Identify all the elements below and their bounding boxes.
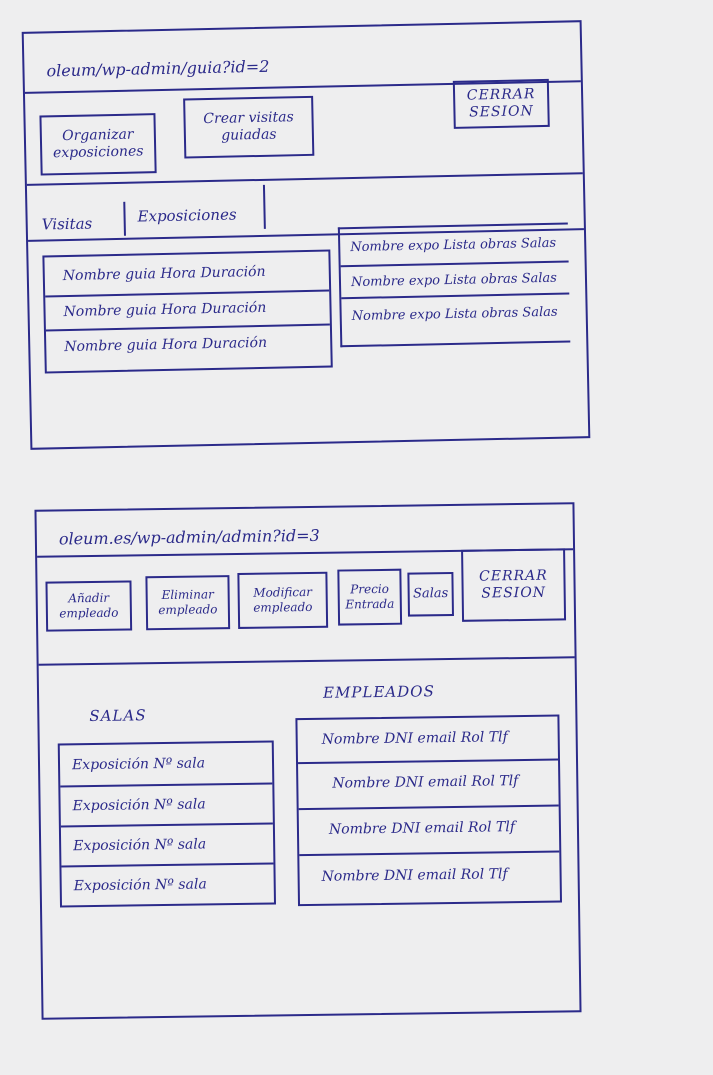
delete-employee-button[interactable]: Eliminar empleado: [145, 575, 231, 631]
visits-table: Nombre guia Hora Duración Nombre guia Ho…: [42, 249, 333, 374]
organize-exhibitions-label: Organizar exposiciones: [52, 126, 144, 162]
room-row-text: Exposición Nº sala: [73, 876, 207, 895]
tab-visitas[interactable]: Visitas: [41, 214, 93, 234]
rooms-title: SALAS: [89, 706, 147, 726]
organize-exhibitions-button[interactable]: Organizar exposiciones: [39, 113, 157, 176]
toolbar-divider: [26, 172, 583, 186]
logout-button[interactable]: CERRAR SESION: [461, 548, 567, 622]
delete-employee-label: Eliminar empleado: [158, 587, 218, 618]
table-row[interactable]: Exposición Nº sala: [60, 785, 273, 826]
table-row[interactable]: Nombre guia Hora Duración: [45, 292, 330, 328]
employee-row-text: Nombre DNI email Rol Tlf: [321, 729, 508, 748]
table-row[interactable]: Nombre guia Hora Duración: [46, 326, 331, 364]
admin-screen-guia: oleum/wp-admin/guia?id=2 Organizar expos…: [21, 20, 591, 450]
employees-title: EMPLEADOS: [322, 682, 435, 702]
create-guided-visits-button[interactable]: Crear visitas guiadas: [183, 95, 315, 159]
employee-row-text: Nombre DNI email Rol Tlf: [321, 866, 508, 885]
tab-separator: [123, 201, 126, 236]
expo-row-text: Nombre expo Lista obras Salas: [351, 304, 558, 324]
table-row[interactable]: Nombre expo Lista obras Salas: [340, 225, 569, 266]
table-row[interactable]: Nombre expo Lista obras Salas: [341, 263, 570, 298]
url-bar[interactable]: oleum/wp-admin/guia?id=2: [46, 56, 270, 81]
expo-row-text: Nombre expo Lista obras Salas: [350, 270, 558, 290]
create-guided-visits-label: Crear visitas guiadas: [203, 108, 294, 144]
rooms-button[interactable]: Salas: [407, 571, 454, 617]
ticket-price-button[interactable]: Precio Entrada: [337, 568, 403, 626]
visit-row-text: Nombre guia Hora Duración: [64, 334, 268, 356]
modify-employee-label: Modificar empleado: [253, 584, 313, 615]
toolbar-divider: [38, 656, 575, 666]
add-employee-label: Añadir empleado: [59, 590, 119, 621]
room-row-text: Exposición Nº sala: [71, 755, 206, 774]
visit-row-text: Nombre guia Hora Duración: [63, 299, 267, 321]
add-employee-button[interactable]: Añadir empleado: [45, 580, 133, 632]
employee-row-text: Nombre DNI email Rol Tlf: [328, 819, 516, 838]
rooms-label: Salas: [412, 585, 449, 602]
room-row-text: Exposición Nº sala: [73, 836, 207, 855]
logout-label: CERRAR SESION: [478, 567, 548, 602]
table-row[interactable]: Nombre DNI email Rol Tlf: [299, 853, 560, 899]
logout-button[interactable]: CERRAR SESION: [452, 78, 550, 129]
employee-row-text: Nombre DNI email Rol Tlf: [332, 773, 519, 792]
rooms-table: Exposición Nº sala Exposición Nº sala Ex…: [57, 740, 276, 908]
employees-table: Nombre DNI email Rol Tlf Nombre DNI emai…: [295, 714, 562, 907]
table-row[interactable]: Exposición Nº sala: [61, 864, 274, 905]
visit-row-text: Nombre guia Hora Duración: [62, 263, 266, 285]
table-row[interactable]: Nombre expo Lista obras Salas: [341, 294, 570, 333]
expo-row-text: Nombre expo Lista obras Salas: [350, 235, 557, 255]
exhibitions-table: Nombre expo Lista obras Salas Nombre exp…: [337, 222, 571, 348]
tab-exposiciones[interactable]: Exposiciones: [137, 205, 237, 226]
table-row[interactable]: Exposición Nº sala: [61, 824, 274, 865]
table-row[interactable]: Nombre DNI email Rol Tlf: [298, 761, 559, 805]
room-row-text: Exposición Nº sala: [72, 796, 206, 815]
modify-employee-button[interactable]: Modificar empleado: [237, 571, 329, 629]
table-row[interactable]: Nombre guia Hora Duración: [44, 252, 329, 296]
url-bar[interactable]: oleum.es/wp-admin/admin?id=3: [58, 525, 320, 549]
table-row[interactable]: Nombre DNI email Rol Tlf: [297, 717, 558, 761]
admin-screen-empleados: oleum.es/wp-admin/admin?id=3 Añadir empl…: [34, 502, 582, 1020]
tab-end: [262, 184, 266, 229]
table-row[interactable]: Nombre DNI email Rol Tlf: [299, 807, 560, 851]
logout-label: CERRAR SESION: [466, 85, 536, 121]
ticket-price-label: Precio Entrada: [345, 581, 395, 612]
table-row[interactable]: Exposición Nº sala: [60, 743, 273, 786]
